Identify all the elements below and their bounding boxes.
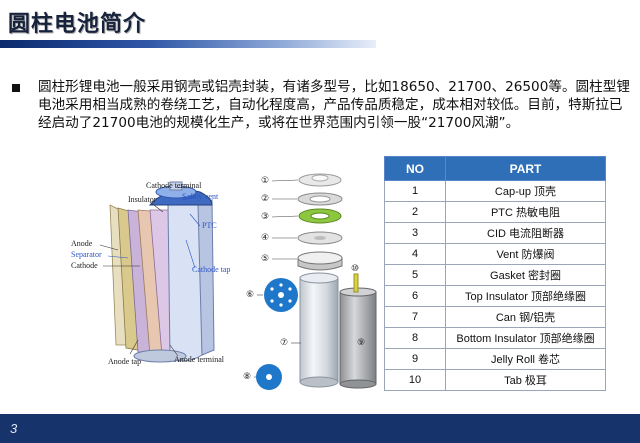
page-number: 3: [10, 421, 18, 436]
title-underline-bar: [0, 40, 376, 48]
part-number-5: ⑤: [261, 254, 269, 264]
slide-title: 圆柱电池简介: [8, 12, 147, 37]
label-anode-tap: Anode tap: [108, 357, 141, 366]
part-number-10: ⑩: [351, 264, 359, 274]
header-part: PART: [445, 156, 606, 181]
row-no: 3: [384, 222, 446, 244]
row-part: Gasket 密封圈: [445, 264, 606, 286]
label-cathode-terminal: Cathode terminal: [146, 181, 202, 190]
label-safety-vent: Safety vent: [182, 192, 219, 201]
label-cathode: Cathode: [71, 261, 98, 270]
row-part: Top Insulator 顶部绝缘圈: [445, 285, 606, 307]
row-no: 8: [384, 327, 446, 349]
part-number-9: ⑨: [357, 338, 365, 348]
part-number-3: ③: [261, 212, 269, 222]
table-header-row: NO PART: [384, 156, 606, 181]
part-number-1: ①: [261, 176, 269, 186]
part-number-6: ⑥: [246, 290, 254, 300]
label-ptc: PTC: [202, 221, 217, 230]
part-number-4: ④: [261, 233, 269, 243]
row-no: 10: [384, 369, 446, 391]
row-part: Jelly Roll 卷芯: [445, 348, 606, 370]
row-no: 1: [384, 180, 446, 202]
intro-paragraph: 圆柱形锂电池一般采用钢壳或铝壳封装，有诸多型号，比如18650、21700、26…: [38, 79, 630, 131]
label-cathode-tap: Cathode tap: [192, 265, 230, 274]
part-number-8: ⑧: [243, 372, 251, 382]
row-no: 5: [384, 264, 446, 286]
row-no: 9: [384, 348, 446, 370]
row-part: PTC 热敏电阻: [445, 201, 606, 223]
row-no: 7: [384, 306, 446, 328]
part-number-7: ⑦: [280, 338, 288, 348]
label-insulator: Insulator: [128, 195, 157, 204]
row-no: 2: [384, 201, 446, 223]
cell-cutaway-illustration: Cathode terminal Insulator Safety vent P…: [71, 181, 230, 366]
row-no: 6: [384, 285, 446, 307]
header-no: NO: [384, 156, 446, 181]
row-part: Tab 极耳: [445, 369, 606, 391]
row-no: 4: [384, 243, 446, 265]
bullet-square: [12, 84, 20, 92]
row-part: Bottom Insulator 顶部绝缘圈: [445, 327, 606, 349]
exploded-parts-illustration: ① ② ③ ④ ⑤ ⑥ ⑦ ⑧ ⑨ ⑩: [243, 173, 377, 390]
label-anode: Anode: [71, 239, 93, 248]
label-anode-terminal: Anode terminal: [174, 355, 225, 364]
part-number-2: ②: [261, 194, 269, 204]
row-part: Cap-up 顶壳: [445, 180, 606, 202]
row-part: Vent 防爆阀: [445, 243, 606, 265]
row-part: Can 钢/铝壳: [445, 306, 606, 328]
footer-bar: [0, 414, 640, 443]
label-separator: Separator: [71, 250, 102, 259]
row-part: CID 电流阻断器: [445, 222, 606, 244]
